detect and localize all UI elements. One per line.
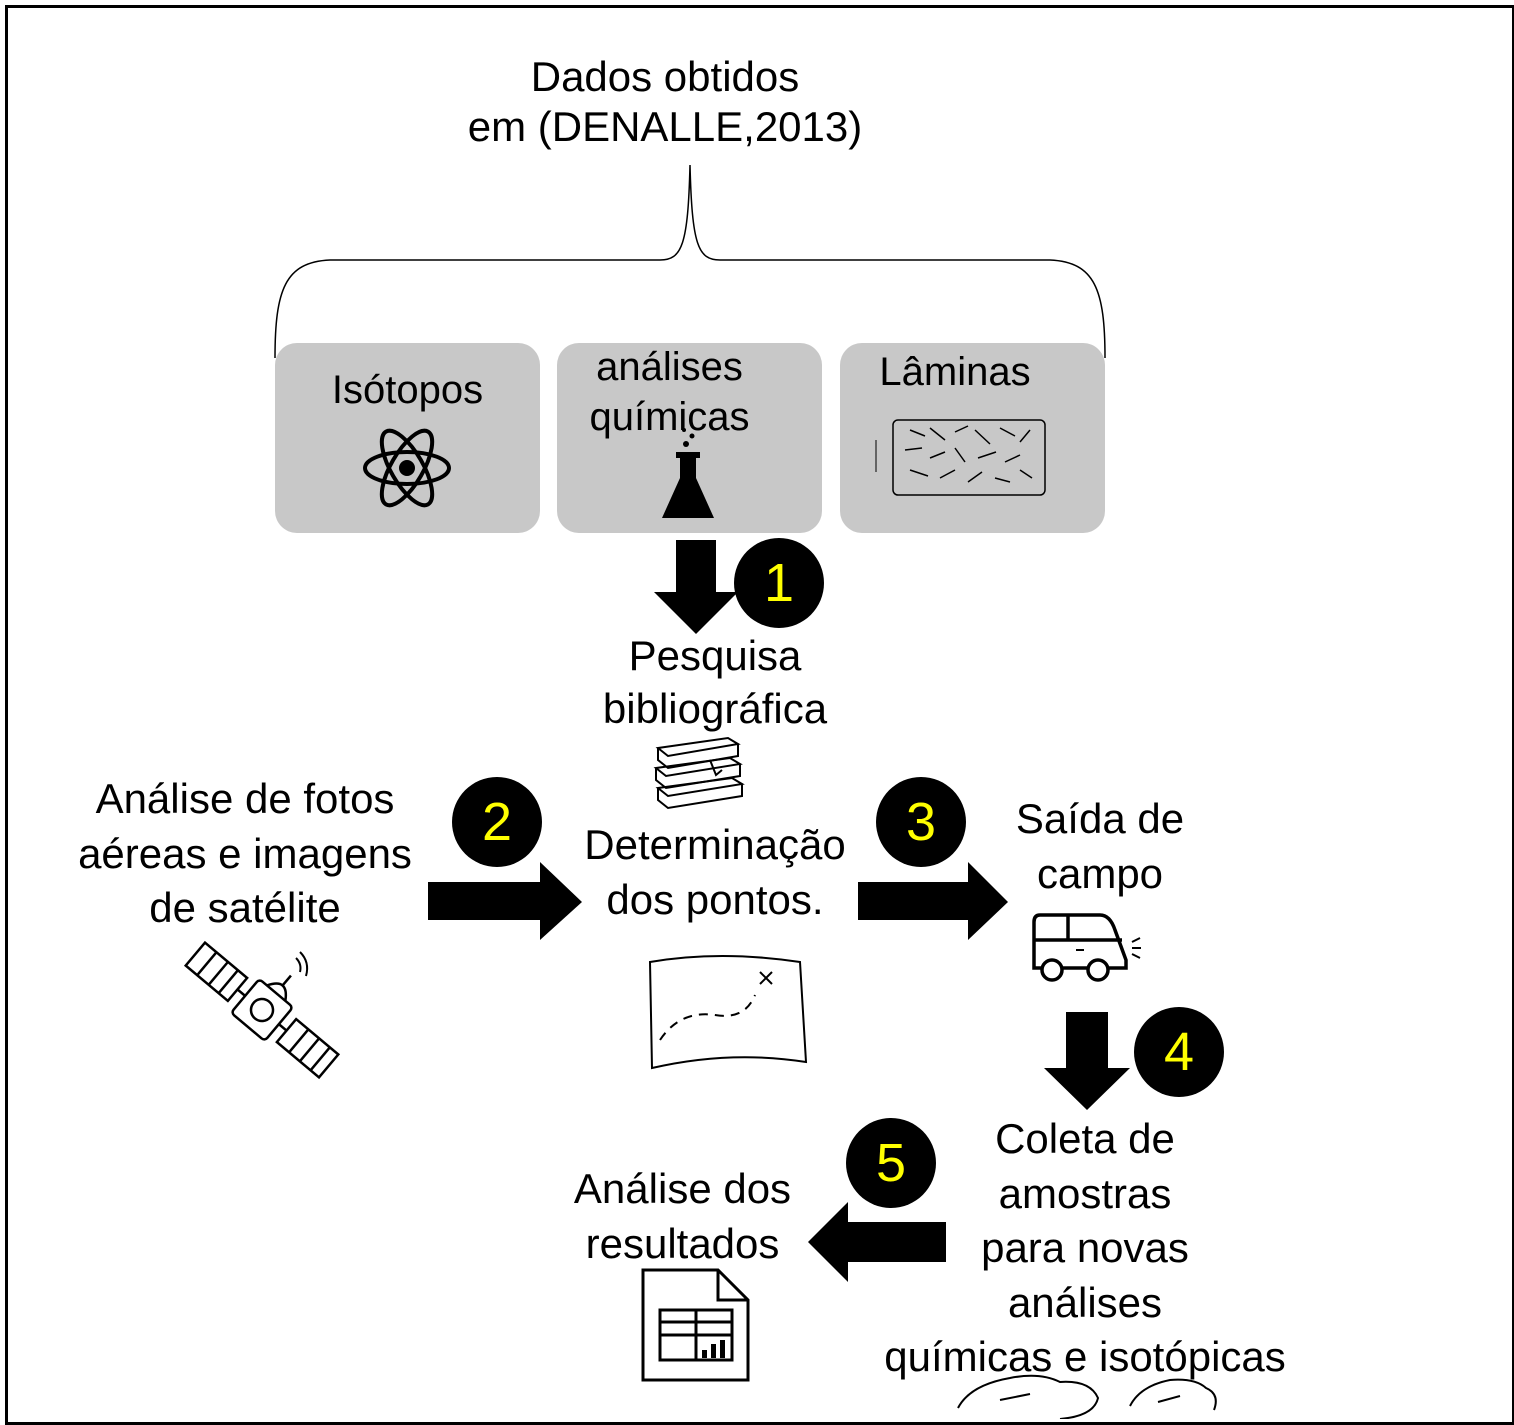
arrow-right-3 bbox=[858, 862, 1008, 940]
step-badge-3: 3 bbox=[876, 777, 966, 867]
thin-sections-label: Lâminas bbox=[879, 350, 1031, 394]
source-title-line1: Dados obtidos bbox=[530, 53, 800, 100]
isotopes-label: Isótopos bbox=[331, 368, 484, 412]
satellite-icon bbox=[183, 940, 341, 1080]
point-determination-label: Determinação dos pontos. bbox=[555, 818, 875, 927]
field-trip-label: Saída de campo bbox=[990, 792, 1210, 901]
map-icon bbox=[648, 955, 808, 1070]
diagram-frame bbox=[5, 5, 1514, 1425]
point-determination-line2: dos pontos. bbox=[606, 875, 824, 923]
arrow-down-1 bbox=[654, 540, 738, 634]
photo-analysis-line2: aéreas e imagens bbox=[78, 829, 412, 877]
bibliographic-research-line2: bibliográfica bbox=[602, 684, 828, 732]
sample-collection-line3: para novas bbox=[981, 1224, 1189, 1272]
sample-collection-line4: análises bbox=[1007, 1278, 1163, 1326]
thin-sections-box bbox=[840, 343, 1105, 533]
rocks-icon bbox=[957, 1374, 1217, 1419]
point-determination-line1: Determinação bbox=[584, 821, 846, 868]
photo-analysis-label: Análise de fotos aéreas e imagens de sat… bbox=[45, 772, 445, 936]
sample-collection-line5: químicas e isotópicas bbox=[884, 1333, 1286, 1381]
field-trip-line2: campo bbox=[1036, 849, 1164, 897]
flask-icon bbox=[662, 428, 714, 518]
step-badge-2: 2 bbox=[452, 777, 542, 867]
step-badge-4: 4 bbox=[1134, 1007, 1224, 1097]
results-analysis-line2: resultados bbox=[585, 1219, 780, 1267]
arrow-right-2 bbox=[428, 862, 582, 940]
sample-collection-line2: amostras bbox=[998, 1169, 1172, 1217]
step-badge-1: 1 bbox=[734, 538, 824, 628]
atom-icon bbox=[363, 428, 451, 508]
bibliographic-research-label: Pesquisa bibliográfica bbox=[570, 630, 860, 735]
photo-analysis-line1: Análise de fotos bbox=[95, 775, 395, 822]
arrow-down-4 bbox=[1044, 1012, 1130, 1110]
chemical-analysis-line1: análises bbox=[596, 345, 743, 389]
chemical-analysis-label: análises químicas bbox=[557, 342, 822, 442]
books-icon bbox=[653, 736, 745, 810]
thin-section-slide-icon bbox=[875, 419, 1046, 496]
step-badge-5: 5 bbox=[846, 1118, 936, 1208]
chemical-analysis-line2: químicas bbox=[589, 395, 750, 439]
photo-analysis-line3: de satélite bbox=[149, 884, 341, 932]
arrow-left-5 bbox=[808, 1202, 946, 1282]
spreadsheet-icon bbox=[641, 1268, 750, 1382]
bibliographic-research-line1: Pesquisa bbox=[628, 632, 802, 679]
field-trip-line1: Saída de bbox=[1015, 795, 1185, 842]
sample-collection-line1: Coleta de bbox=[995, 1115, 1175, 1162]
results-analysis-line1: Análise dos bbox=[573, 1165, 792, 1212]
source-title-line2: em (DENALLE,2013) bbox=[467, 103, 863, 151]
car-icon bbox=[1032, 913, 1141, 982]
sample-collection-label: Coleta de amostras para novas análises q… bbox=[850, 1112, 1320, 1385]
results-analysis-label: Análise dos resultados bbox=[545, 1162, 820, 1271]
source-title: Dados obtidos em (DENALLE,2013) bbox=[430, 52, 900, 153]
